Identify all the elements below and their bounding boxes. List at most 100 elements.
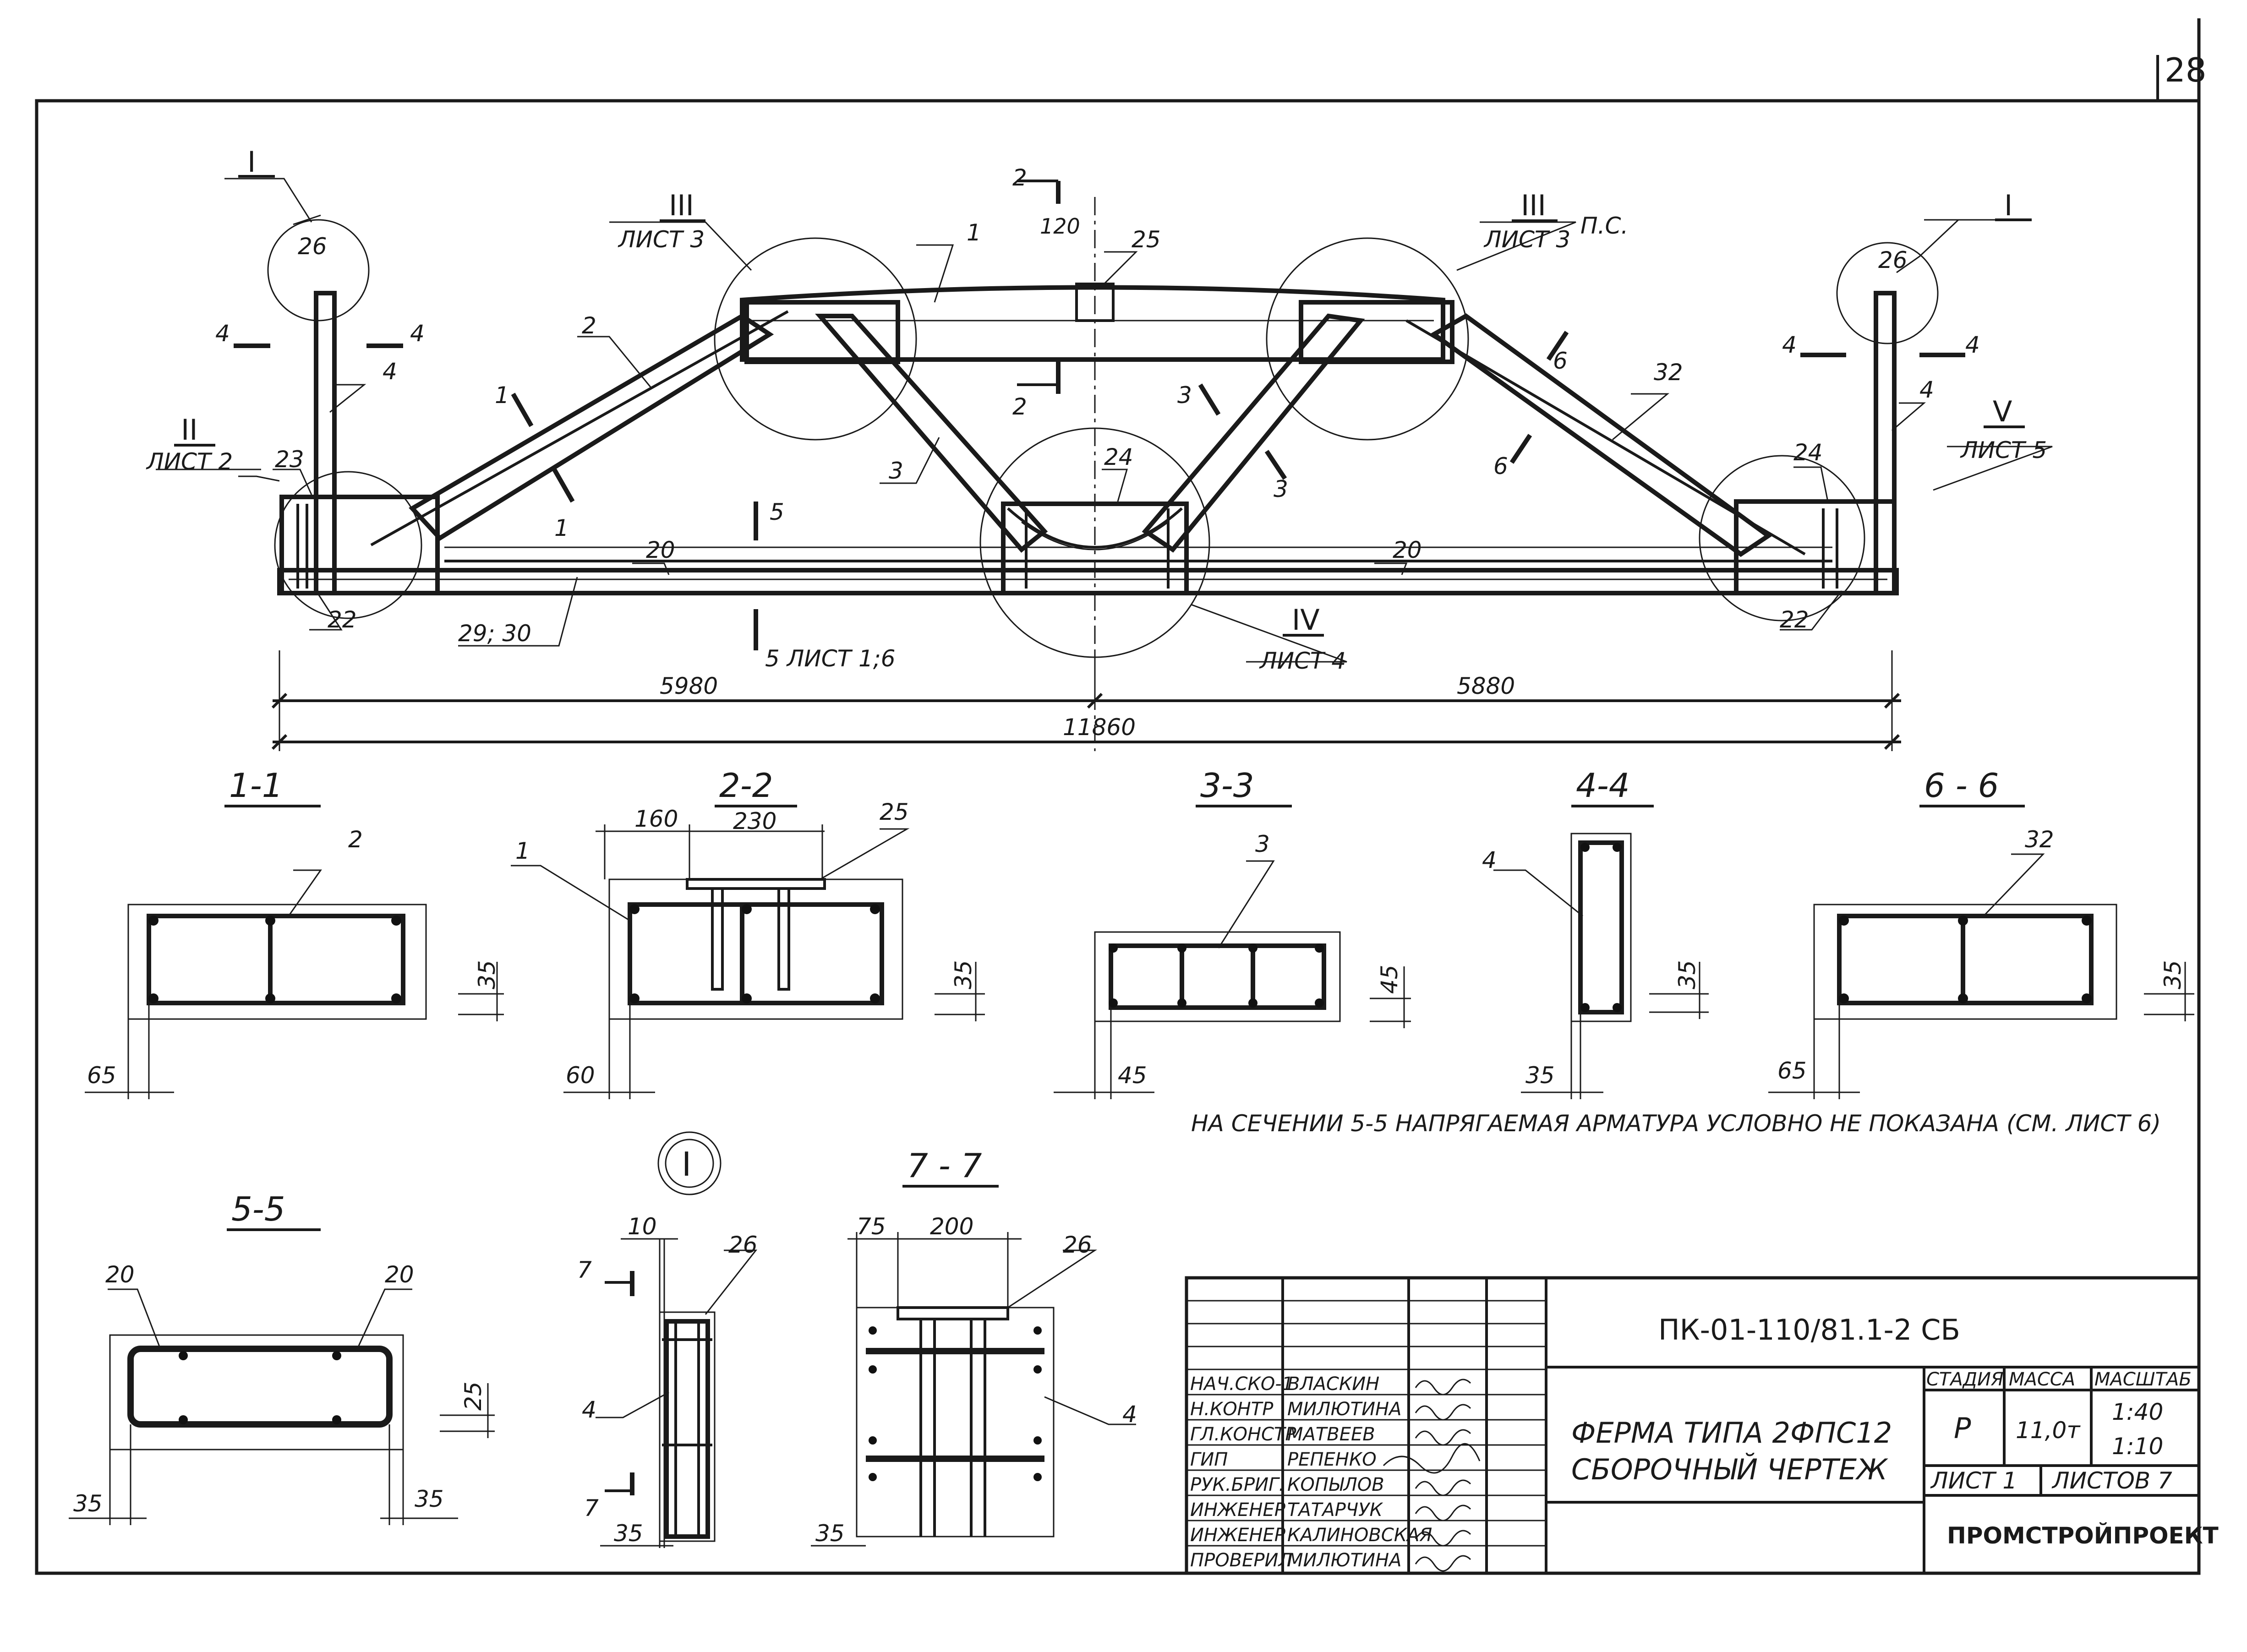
tb-scale1: 1:40 bbox=[2112, 1399, 2163, 1425]
section-4-4-bar: 4 bbox=[1482, 847, 1497, 873]
section-5-5: 5-5 20 20 25 35 35 bbox=[69, 1190, 495, 1525]
tb-name-0: ВЛАСКИН bbox=[1287, 1374, 1379, 1395]
section-2-2: 2-2 160 230 1 25 35 60 bbox=[511, 766, 985, 1099]
cut-5b: 5 ЛИСТ 1;6 bbox=[765, 645, 896, 672]
section-5-5-bar-left: 20 bbox=[105, 1261, 135, 1288]
cut-3a: 3 bbox=[1177, 382, 1192, 409]
section-cut-marks bbox=[234, 180, 1965, 650]
node-I-detail: I 10 26 4 7 7 35 bbox=[577, 1131, 758, 1548]
callout-1: 1 bbox=[967, 219, 981, 246]
section-2-2-title: 2-2 bbox=[719, 766, 773, 805]
node-III-right-note: П.С. bbox=[1580, 213, 1628, 239]
tb-sheets: ЛИСТОВ 7 bbox=[2051, 1467, 2172, 1494]
node-IV-sheet: ЛИСТ 4 bbox=[1259, 648, 1346, 674]
section-6-6: 6 - 6 32 35 65 bbox=[1768, 766, 2194, 1099]
tb-scale-hdr: МАСШТАБ bbox=[2094, 1369, 2192, 1390]
section-5-5-d-right: 35 bbox=[415, 1486, 444, 1512]
tb-role-1: Н.КОНТР bbox=[1190, 1399, 1274, 1420]
tb-mass-hdr: МАССА bbox=[2009, 1369, 2075, 1390]
node-II: II bbox=[181, 413, 198, 447]
section-6-6-side: 65 bbox=[1777, 1058, 1807, 1084]
section-7-7-title: 7 - 7 bbox=[907, 1146, 982, 1185]
tb-stage-hdr: СТАДИЯ bbox=[1926, 1369, 2004, 1390]
tb-name-6: КАЛИНОВСКАЯ bbox=[1287, 1525, 1432, 1546]
callout-3: 3 bbox=[889, 458, 903, 484]
cut-4a: 4 bbox=[215, 320, 230, 347]
tb-name-3: РЕПЕНКО bbox=[1287, 1449, 1377, 1470]
dim-right: 5880 bbox=[1457, 673, 1515, 699]
callout-24-mid: 24 bbox=[1104, 444, 1133, 470]
section-4-4-cover: 35 bbox=[1674, 960, 1700, 989]
cut-3b: 3 bbox=[1274, 476, 1288, 502]
cut-5a: 5 bbox=[770, 499, 784, 525]
elevation-dimensions bbox=[271, 650, 1901, 751]
section-2-2-side: 60 bbox=[566, 1062, 595, 1089]
cut-2b: 2 bbox=[1012, 393, 1027, 420]
tb-code: ПК-01-110/81.1-2 СБ bbox=[1658, 1313, 1960, 1347]
section-5-5-title: 5-5 bbox=[231, 1190, 285, 1228]
callout-29-30: 29; 30 bbox=[458, 620, 531, 647]
section-7-7-d200: 200 bbox=[930, 1213, 973, 1240]
section-1-1-title: 1-1 bbox=[229, 766, 283, 805]
callout-23: 23 bbox=[275, 446, 304, 473]
tb-name-5: ТАТАРЧУК bbox=[1287, 1499, 1383, 1521]
cut-1a: 1 bbox=[495, 382, 509, 409]
callout-24-right: 24 bbox=[1793, 439, 1823, 466]
node-I-d10: 10 bbox=[628, 1213, 657, 1240]
tb-stage: Р bbox=[1954, 1412, 1971, 1445]
node-V: V bbox=[1993, 395, 2012, 428]
node-I-cut-top: 7 bbox=[577, 1257, 592, 1283]
section-4-4-side: 35 bbox=[1525, 1062, 1555, 1089]
cut-4b: 4 bbox=[410, 320, 425, 347]
node-III-right: III bbox=[1521, 189, 1546, 222]
node-I-right: I bbox=[2004, 189, 2012, 222]
tb-org: ПРОМСТРОЙПРОЕКТ bbox=[1947, 1522, 2219, 1549]
section-1-1: 1-1 2 35 65 bbox=[85, 766, 504, 1099]
section-7-7-d35: 35 bbox=[815, 1520, 845, 1547]
tb-role-0: НАЧ.СКО-1 bbox=[1190, 1374, 1293, 1395]
section-2-2-bar: 1 bbox=[515, 838, 530, 864]
dim-120: 120 bbox=[1040, 214, 1080, 239]
node-V-sheet: ЛИСТ 5 bbox=[1960, 437, 2047, 463]
section-3-3-bar: 3 bbox=[1255, 831, 1270, 857]
callout-20-left: 20 bbox=[646, 537, 675, 563]
node-I-bar26: 26 bbox=[728, 1232, 758, 1258]
node-circles bbox=[267, 219, 1939, 658]
elevation-labels: 1 2 3 4 4 20 20 22 22 23 24 24 25 26 26 … bbox=[146, 145, 2047, 741]
section-7-7: 7 - 7 75 200 26 4 35 bbox=[811, 1146, 1137, 1547]
callout-2: 2 bbox=[582, 312, 596, 339]
cut-4d: 4 bbox=[1965, 332, 1980, 358]
section-5-5-cover: 25 bbox=[460, 1381, 487, 1411]
section-6-6-bar: 32 bbox=[2025, 826, 2054, 853]
note-text: НА СЕЧЕНИИ 5-5 НАПРЯГАЕМАЯ АРМАТУРА УСЛО… bbox=[1191, 1110, 2161, 1137]
cut-2a: 2 bbox=[1012, 164, 1027, 191]
sheet-number: 28 bbox=[2165, 51, 2207, 89]
dim-left: 5980 bbox=[660, 673, 718, 699]
cut-4c: 4 bbox=[1782, 332, 1797, 358]
tb-sheet: ЛИСТ 1 bbox=[1930, 1467, 2017, 1494]
callout-22-right: 22 bbox=[1780, 606, 1809, 633]
section-1-1-bar: 2 bbox=[348, 826, 363, 853]
node-I-left: I bbox=[247, 145, 256, 179]
tb-role-2: ГЛ.КОНСТР bbox=[1190, 1424, 1296, 1445]
section-6-6-cover: 35 bbox=[2160, 960, 2186, 989]
tb-name-line1: ФЕРМА ТИПА 2ФПС12 bbox=[1571, 1416, 1892, 1450]
section-2-2-plate: 25 bbox=[880, 799, 909, 825]
tb-name-7: МИЛЮТИНА bbox=[1287, 1550, 1402, 1571]
cut-1b: 1 bbox=[554, 515, 569, 541]
section-2-2-d230: 230 bbox=[733, 808, 776, 834]
dim-total: 11860 bbox=[1063, 714, 1136, 741]
tb-name-4: КОПЫЛОВ bbox=[1287, 1474, 1384, 1495]
node-II-sheet: ЛИСТ 2 bbox=[146, 448, 233, 475]
tb-name-1: МИЛЮТИНА bbox=[1287, 1399, 1402, 1420]
section-7-7-d75: 75 bbox=[857, 1213, 886, 1240]
section-1-1-cover: 35 bbox=[474, 960, 500, 989]
node-I-d35: 35 bbox=[614, 1520, 643, 1547]
callout-26-right: 26 bbox=[1878, 247, 1908, 273]
callout-25: 25 bbox=[1132, 226, 1161, 253]
node-IV: IV bbox=[1292, 603, 1320, 637]
section-5-5-d-left: 35 bbox=[73, 1490, 103, 1517]
callout-20-right: 20 bbox=[1393, 537, 1422, 563]
section-7-7-bar4: 4 bbox=[1122, 1401, 1137, 1428]
